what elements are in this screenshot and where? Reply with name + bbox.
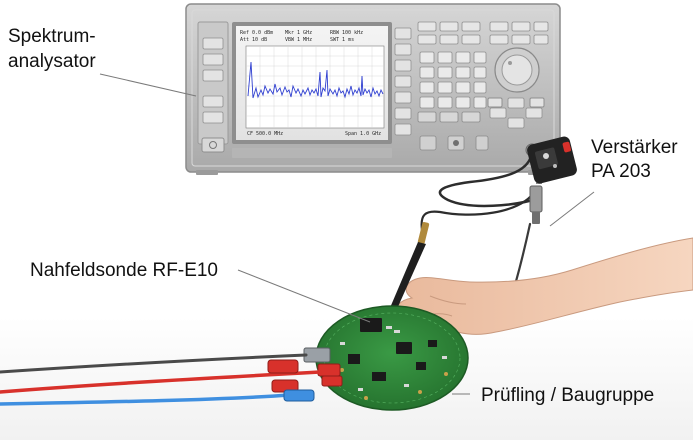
supply-cables [0,353,322,406]
leader-lines [99,73,595,395]
svg-text:SWT 1 ms: SWT 1 ms [330,37,354,43]
device-under-test-pcb [303,305,469,411]
spectrum-analyzer-device: Ref 0.0 dBm Mkr 1 GHz RBW 100 kHz Att 10… [185,3,561,175]
label-near-field-probe: Nahfeldsonde RF-E10 [30,260,218,281]
svg-text:Ref 0.0 dBm: Ref 0.0 dBm [240,30,273,36]
svg-text:RBW 100 kHz: RBW 100 kHz [330,30,363,36]
label-spectrum-analyzer-line1: Spektrum- [8,26,96,47]
spectrum-trace [247,61,384,99]
svg-text:VBW 1 MHz: VBW 1 MHz [285,37,312,43]
label-device-under-test: Prüfling / Baugruppe [481,385,655,406]
label-amplifier-line2: PA 203 [591,161,651,182]
svg-text:CF 500.0 MHz: CF 500.0 MHz [247,131,283,137]
svg-text:Span 1.0 GHz: Span 1.0 GHz [345,131,381,137]
svg-text:Att 10 dB: Att 10 dB [240,37,267,43]
svg-text:Mkr 1 GHz: Mkr 1 GHz [285,30,312,36]
label-amplifier-line1: Verstärker [591,137,678,158]
label-spectrum-analyzer-line2: analysator [8,51,96,72]
amplifier-pa203 [527,136,577,224]
